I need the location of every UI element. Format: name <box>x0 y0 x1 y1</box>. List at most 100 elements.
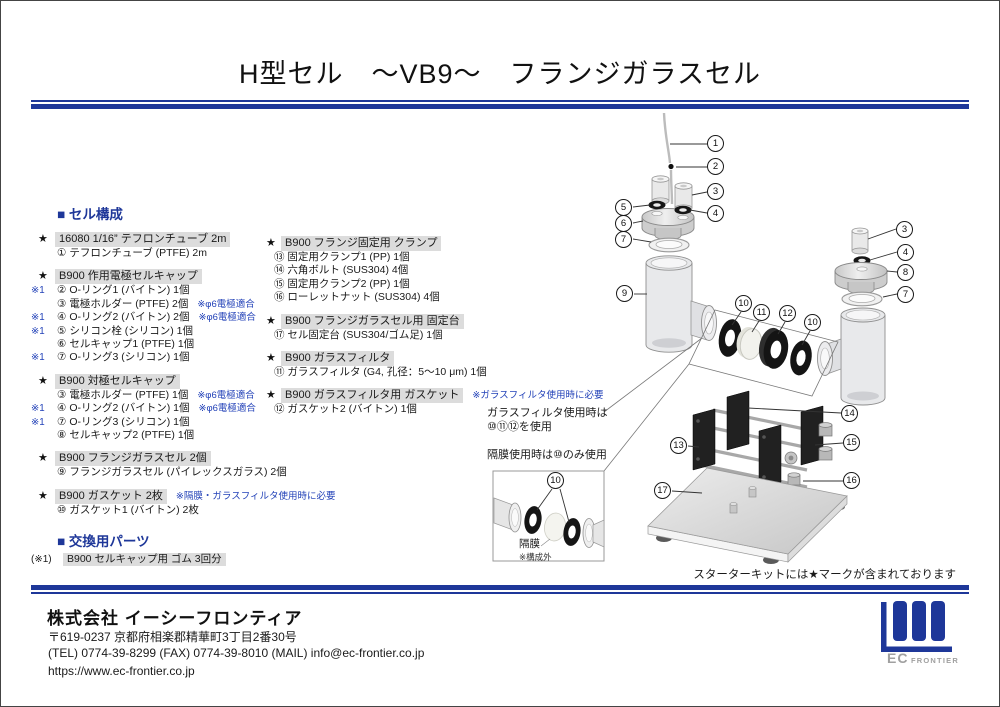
membrane-label: 隔膜 <box>519 538 540 550</box>
group-header-label: B900 対極セルキャップ <box>55 373 180 389</box>
group-header-label: B900 ガラスフィルタ用 ガスケット <box>281 388 464 404</box>
ref-mark: (※1) <box>31 554 52 566</box>
part-item: ③ 電極ホルダー (PTFE) 2個 ※φ6電極適合 <box>31 298 471 311</box>
tube-stopper-dot <box>668 163 674 170</box>
group-header-note: ※ガラスフィルタ使用時に必要 <box>472 390 604 402</box>
group-header-label: B900 フランジガラスセル 2個 <box>55 451 211 467</box>
group-header: ★B900 ガスケット 2枚※隔膜・ガラスフィルタ使用時に必要 <box>31 488 471 504</box>
callout-10c: 10 <box>547 472 564 489</box>
part-item: ※1 ⑦ O-リング3 (シリコン) 1個 <box>31 416 471 429</box>
part-item: ③ 電極ホルダー (PTFE) 1個※φ6電極適合 <box>31 389 471 402</box>
group-header: ★B900 フランジ固定用 クランプ <box>259 236 689 251</box>
group-header: ★ B900 フランジガラスセル 2個 <box>31 451 471 467</box>
membrane-inset-box <box>492 470 605 562</box>
ref-mark: ※1 <box>31 285 45 297</box>
part-label: ⑫ ガスケット2 (バイトン) 1個 <box>274 403 417 416</box>
parts-list-middle: ★B900 フランジ固定用 クランプ ⑬ 固定用クランプ1 (PP) 1個 ⑭ … <box>259 227 689 417</box>
part-label: B900 セルキャップ用 ゴム 3回分 <box>63 553 226 567</box>
o-ring-7-right <box>841 291 883 307</box>
company-name: 株式会社 イーシーフロンティア <box>47 609 303 628</box>
part-note: ※φ6電極適合 <box>198 312 256 324</box>
part-label: ③ 電極ホルダー (PTFE) 1個 <box>57 388 189 401</box>
group-header-label: B900 フランジガラスセル用 固定台 <box>281 313 464 329</box>
logo-text-ec: EC <box>887 650 909 666</box>
membrane-usage-note: 隔膜使用時は⑩のみ使用 <box>487 449 607 461</box>
filter-usage-note-line1: ガラスフィルタ使用時は <box>487 407 608 419</box>
callout-12: 12 <box>779 305 796 322</box>
starter-kit-note: スターターキットには★マークが含まれております <box>693 569 956 581</box>
group-header-label: B900 フランジ固定用 クランプ <box>281 236 442 251</box>
part-item: ⑨ フランジガラスセル (パイレックスガラス) 2個 <box>31 466 471 479</box>
section-heading-replacement: ■ 交換用パーツ <box>57 534 150 550</box>
electrode-holder-right <box>851 227 869 255</box>
callout-14: 14 <box>841 405 858 422</box>
part-item: ※1 ④ O-リング2 (バイトン) 2個 ※φ6電極適合 <box>31 311 471 324</box>
part-item: ⑪ ガラスフィルタ (G4, 孔径：5～10 μm) 1個 <box>259 366 689 379</box>
ref-mark: ※1 <box>31 416 45 428</box>
logo-bars-icon <box>881 601 952 652</box>
callout-4b: 4 <box>897 244 914 261</box>
ref-mark: ※1 <box>31 325 45 337</box>
o-ring-5 <box>648 200 666 210</box>
part-label: ③ 電極ホルダー (PTFE) 2個 <box>57 297 189 310</box>
callout-11: 11 <box>753 304 770 321</box>
part-label: ⑤ シリコン栓 (シリコン) 1個 <box>57 324 193 337</box>
footer-rule-thick <box>31 585 969 590</box>
knurled-nuts <box>784 422 833 486</box>
callout-7: 7 <box>615 231 632 248</box>
clamp-plates <box>692 390 824 489</box>
part-label: ⑨ フランジガラスセル (パイレックスガラス) 2個 <box>57 466 287 479</box>
gasket-2 <box>758 327 789 369</box>
gasket-1 <box>718 319 742 357</box>
part-item: ⑬ 固定用クランプ1 (PP) 1個 <box>259 251 689 264</box>
part-label: ⑮ 固定用クランプ2 (PP) 1個 <box>274 277 410 290</box>
part-label: ⑪ ガラスフィルタ (G4, 孔径：5～10 μm) 1個 <box>274 365 487 378</box>
callout-15: 15 <box>843 434 860 451</box>
group-header-label: B900 ガスケット 2枚 <box>55 488 167 504</box>
part-item: ⑩ ガスケット1 (バイトン) 2枚 <box>31 504 471 517</box>
star-icon: ★ <box>38 452 48 465</box>
part-item: ⑫ ガスケット2 (バイトン) 1個 <box>259 403 689 416</box>
group-header: ★ B900 フランジガラスセル用 固定台 <box>259 313 689 329</box>
membrane-sub-note: ※構成外 <box>519 552 552 562</box>
star-icon: ★ <box>266 314 276 327</box>
part-label: ⑦ O-リング3 (シリコン) 1個 <box>57 415 190 428</box>
callout-3b: 3 <box>896 221 913 238</box>
part-note: ※φ6電極適合 <box>197 298 255 310</box>
ref-mark: ※1 <box>31 312 45 324</box>
callout-2: 2 <box>707 158 724 175</box>
part-label: ⑯ ローレットナット (SUS304) 4個 <box>274 291 440 304</box>
ec-frontier-logo: EC FRONTIER <box>881 599 971 671</box>
part-label: ④ O-リング2 (バイトン) 1個 <box>57 402 190 415</box>
cell-base-plate <box>647 467 848 564</box>
title-rule-thick <box>31 104 969 109</box>
callout-7b: 7 <box>897 286 914 303</box>
callout-8: 8 <box>897 264 914 281</box>
part-item: ※1 ⑤ シリコン栓 (シリコン) 1個 <box>31 325 471 338</box>
callout-4: 4 <box>707 205 724 222</box>
glass-cell-right <box>817 307 886 406</box>
star-icon: ★ <box>266 351 276 364</box>
part-item: ⑥ セルキャップ1 (PTFE) 1個 <box>31 338 471 351</box>
group-header-label: 16080 1/16” テフロンチューブ 2m <box>55 232 231 247</box>
group-header: ★16080 1/16” テフロンチューブ 2m <box>31 232 471 247</box>
section-heading-cell-config: ■ セル構成 <box>57 207 123 222</box>
callout-3: 3 <box>707 183 724 200</box>
group-header: ★B900 対極セルキャップ <box>31 373 471 389</box>
callout-16: 16 <box>843 472 860 489</box>
gasket-1b <box>790 340 812 376</box>
part-label: ⑩ ガスケット1 (バイトン) 2枚 <box>57 503 199 516</box>
ref-mark: ※1 <box>31 403 45 415</box>
ref-mark: ※1 <box>31 352 45 364</box>
filter-group-outline <box>688 309 839 397</box>
part-item: ⑯ ローレットナット (SUS304) 4個 <box>259 291 689 304</box>
page-title: H型セル ～VB9～ フランジガラスセル <box>239 59 761 89</box>
part-label: ⑬ 固定用クランプ1 (PP) 1個 <box>274 251 410 263</box>
leader-lines <box>632 143 898 494</box>
callout-9: 9 <box>616 285 633 302</box>
part-item: ⑧ セルキャップ2 (PTFE) 1個 <box>31 429 471 442</box>
part-label: ④ O-リング2 (バイトン) 2個 <box>57 311 190 324</box>
